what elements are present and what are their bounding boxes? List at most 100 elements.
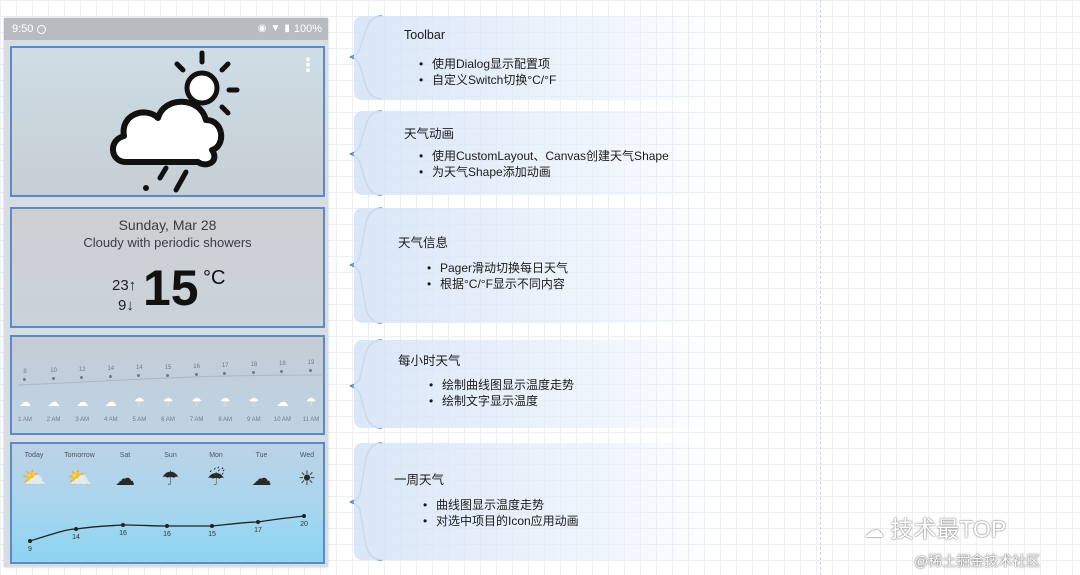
battery-icon: ▮ xyxy=(284,23,290,34)
sun-icon[interactable]: ☀ xyxy=(298,468,316,490)
phone-mockup: 9:50 ◉ ▼ ▮ 100% ⋮ xyxy=(4,18,328,567)
day-label: Sun xyxy=(164,452,177,459)
day-label: Mon xyxy=(209,452,223,459)
hourly-temp-label: 15 xyxy=(164,364,172,371)
hourly-time-label: 5 AM xyxy=(132,417,147,423)
wechat-icon: ☁ xyxy=(864,520,884,542)
callout-item: 为天气Shape添加动画 xyxy=(419,164,669,180)
weekly-weather-panel[interactable]: Today ⛅ Tomorrow ⛅ Sat ☁ Sun ☂ Mon ☔ Tue ☁ Wed ☀ 9 14 1… xyxy=(10,442,325,564)
hourly-temp-label: 19 xyxy=(307,360,315,366)
hourly-temp-point xyxy=(223,371,227,375)
notification-icon xyxy=(37,24,47,34)
weekly-temp-label: 17 xyxy=(254,527,262,534)
weekly-temp-label: 15 xyxy=(208,531,216,538)
cloud-sun-rain-icon xyxy=(110,50,240,193)
eye-icon: ◉ xyxy=(257,23,267,34)
weekly-temp-point xyxy=(121,523,125,527)
day-label: Today xyxy=(24,452,44,459)
weekly-temp-curve xyxy=(29,515,305,542)
hourly-temp-point xyxy=(23,378,26,381)
battery-level: 100% xyxy=(293,23,322,35)
day-label: Sat xyxy=(119,452,131,459)
callout-item: 曲线图显示温度走势 xyxy=(423,497,579,513)
hourly-temp-label: 8 xyxy=(23,369,27,375)
callout-title: 天气动画 xyxy=(404,127,455,141)
callout-hourly-weather: 每小时天气 绘制曲线图显示温度走势 绘制文字显示温度 xyxy=(354,340,724,428)
rain-icon: ☂ xyxy=(191,395,202,409)
hourly-time-label: 3 AM xyxy=(75,417,90,423)
sun-cloud-icon[interactable]: ⛅ xyxy=(67,468,92,490)
overflow-menu-icon[interactable]: ⋮ xyxy=(299,55,317,75)
rain-icon: ☂ xyxy=(162,395,174,409)
day-label: Wed xyxy=(299,452,315,459)
divider xyxy=(820,0,821,575)
hourly-temp-point xyxy=(166,373,169,377)
hourly-temp-point xyxy=(108,375,112,379)
day-label: Tue xyxy=(255,452,268,459)
callout-item: 绘制文字显示温度 xyxy=(429,393,574,409)
cloud-icon: ☁ xyxy=(76,395,89,409)
weather-info-panel[interactable]: Sunday, Mar 28 Cloudy with periodic show… xyxy=(10,207,325,328)
callout-weekly-weather: 一周天气 曲线图显示温度走势 对选中项目的Icon应用动画 xyxy=(354,443,724,560)
callout-item: 使用CustomLayout、Canvas创建天气Shape xyxy=(419,148,669,164)
cloud-icon[interactable]: ☁ xyxy=(115,468,135,490)
hourly-time-label: 1 AM xyxy=(18,417,32,423)
current-temp: 15 xyxy=(143,260,199,316)
hourly-temp-point xyxy=(309,369,312,372)
cloud-icon: ☁ xyxy=(19,395,31,409)
high-temp: 23↑ xyxy=(112,277,137,294)
rain-icon: ☂ xyxy=(134,395,145,409)
callout-item: 根据°C/°F显示不同内容 xyxy=(427,276,568,292)
cloud-icon[interactable]: ☁ xyxy=(251,468,272,490)
hourly-time-label: 7 AM xyxy=(189,417,204,423)
callout-weather-info: 天气信息 Pager滑动切换每日天气 根据°C/°F显示不同内容 xyxy=(354,208,724,323)
hourly-temp-label: 18 xyxy=(250,361,258,368)
weekly-temp-label: 9 xyxy=(28,546,32,553)
cloud-icon: ☁ xyxy=(276,395,289,409)
status-bar: 9:50 ◉ ▼ ▮ 100% xyxy=(4,18,328,40)
hourly-time-label: 8 AM xyxy=(218,417,233,423)
condition-label: Cloudy with periodic showers xyxy=(83,235,252,250)
callout-item: 自定义Switch切换°C/°F xyxy=(419,72,556,88)
hourly-temp-point xyxy=(280,369,284,373)
hourly-time-label: 11 AM xyxy=(302,417,320,423)
hourly-temp-point xyxy=(251,370,255,374)
sun-cloud-icon[interactable]: ⛅ xyxy=(21,468,47,490)
hourly-time-label: 2 AM xyxy=(46,417,61,423)
watermark-source: @稀土掘金技术社区 xyxy=(914,553,1041,569)
rain-icon: ☂ xyxy=(248,395,260,409)
hourly-temp-point xyxy=(80,376,84,380)
hourly-temp-label: 17 xyxy=(221,362,229,369)
wifi-icon: ▼ xyxy=(270,23,281,34)
hourly-temp-point xyxy=(51,377,55,381)
callout-item: 使用Dialog显示配置项 xyxy=(419,56,556,72)
low-temp: 9↓ xyxy=(118,297,134,314)
temp-unit: °C xyxy=(203,267,226,289)
weekly-temp-point xyxy=(210,524,214,528)
rain-icon: ☂ xyxy=(305,395,317,409)
weekly-temp-label: 16 xyxy=(119,530,127,537)
cloud-icon: ☁ xyxy=(104,395,117,409)
weekly-temp-label: 14 xyxy=(72,534,80,541)
callout-title: Toolbar xyxy=(404,28,445,42)
hourly-temp-point xyxy=(137,374,141,378)
callout-weather-animation: 天气动画 使用CustomLayout、Canvas创建天气Shape 为天气S… xyxy=(354,111,724,195)
hourly-temp-label: 14 xyxy=(107,366,115,373)
day-label: Tomorrow xyxy=(64,452,95,459)
rain-icon[interactable]: ☂ xyxy=(161,468,180,490)
weekly-temp-point xyxy=(256,520,260,524)
date-label: Sunday, Mar 28 xyxy=(118,217,217,233)
hourly-temp-label: 14 xyxy=(136,365,143,372)
hourly-time-label: 9 AM xyxy=(246,417,261,423)
heavy-rain-icon[interactable]: ☔ xyxy=(207,468,225,490)
hourly-time-label: 10 AM xyxy=(273,417,291,423)
watermark-account: ☁ 技术最TOP xyxy=(864,516,1007,542)
weekly-temp-label: 16 xyxy=(163,531,171,538)
cloud-icon: ☁ xyxy=(47,395,60,409)
callout-title: 一周天气 xyxy=(394,473,445,487)
hourly-temp-label: 10 xyxy=(50,368,57,375)
weekly-temp-point xyxy=(74,527,78,531)
hourly-time-label: 6 AM xyxy=(161,417,175,423)
weather-animation-panel: ⋮ xyxy=(10,46,325,197)
